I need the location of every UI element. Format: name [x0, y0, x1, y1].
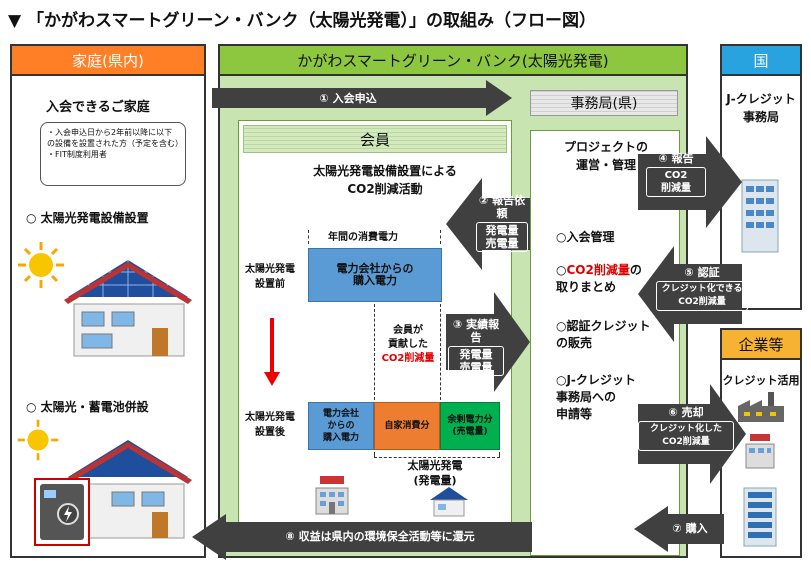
- arrow-1-shape: [212, 80, 512, 116]
- household-subtitle: 入会できるご家庭: [46, 100, 150, 115]
- arrow-4-shape: [638, 136, 742, 228]
- arrow-6-shape: [638, 384, 746, 484]
- power-plant-icon: [745, 434, 775, 469]
- factory-icon: [738, 392, 784, 422]
- company-title: クレジット活用: [722, 374, 800, 387]
- arrow-8-shape: [192, 514, 532, 560]
- country-header: 国: [722, 46, 800, 76]
- self-consumption-box: 自家消費分: [374, 402, 440, 450]
- house-solar-icon: [64, 440, 192, 539]
- project-item-application: ○J-クレジット 事務局への 申請等: [556, 373, 636, 421]
- house-solar-icon: [64, 260, 192, 357]
- company-header: 企業等: [722, 330, 800, 360]
- arrow-2-shape: [446, 178, 530, 270]
- generation-bracket: [374, 452, 500, 458]
- arrow-6-title: ⑥ 売却: [668, 406, 704, 419]
- purchase-power-small: 電力会社 からの 購入電力: [308, 402, 374, 450]
- arrow-4-title: ④ 報告: [658, 152, 694, 165]
- co2-prefix: ○: [556, 263, 567, 277]
- arrow-3-title: ③ 実績報告: [452, 318, 500, 344]
- arrow-3-shape: [446, 292, 530, 392]
- activity-title: 太陽光発電設備設置による CO2削減活動: [313, 164, 457, 196]
- arrow-3-label: ③ 実績報告 発電量 売電量: [448, 318, 504, 376]
- conditions-box: ・入会申込日から2年前以降に以下の設備を設置された方（予定を含む） ・FIT制度…: [40, 122, 186, 186]
- arrow-1-label: ① 入会申込: [319, 92, 377, 105]
- project-title: プロジェクトの 運営・管理: [563, 140, 648, 172]
- condition-1: ・入会申込日から2年前以降に以下の設備を設置された方（予定を含む）: [47, 128, 183, 148]
- after-label: 太陽光発電 設置後: [245, 412, 295, 438]
- solar-label: ○ 太陽光発電設備設置: [26, 211, 149, 225]
- surplus-box: 余剰電力分 (売電量): [440, 402, 500, 450]
- battery-label: ○ 太陽光・蓄電池併設: [26, 400, 149, 414]
- arrow-5-label: ⑤ 認証 クレジット化できる CO2削減量: [656, 266, 748, 311]
- household-header: 家庭(県内): [12, 46, 204, 76]
- bracket-left: [308, 230, 309, 244]
- contribution-text: 会員が 貢献した CO2削減量: [380, 324, 436, 366]
- building-icon: [743, 487, 777, 547]
- battery-icon: [34, 478, 90, 546]
- annual-consumption-label: 年間の消費電力: [328, 232, 398, 243]
- dashed-divider: [374, 304, 375, 400]
- dashed-divider: [440, 304, 441, 400]
- page-title: ▼ 「かがわスマートグリーン・バンク（太陽光発電）」の取組み（フロー図）: [8, 11, 596, 31]
- sun-icon: [18, 242, 64, 288]
- purchase-power-box: 電力会社からの 購入電力: [308, 248, 442, 302]
- arrow-5-shape: [638, 246, 742, 342]
- bracket-right: [440, 230, 441, 244]
- arrow-8-label: ⑧ 収益は県内の環境保全活動等に還元: [285, 530, 475, 543]
- arrow-2-label: ② 報告依頼 発電量 売電量: [476, 194, 528, 252]
- arrow-5-title: ⑤ 認証: [684, 266, 720, 279]
- project-item-credit-sales: ○認証クレジット の販売: [556, 319, 651, 350]
- household-panel: 家庭(県内) 入会できるご家庭 ・入会申込日から2年前以降に以下の設備を設置され…: [10, 44, 206, 558]
- down-arrow-icon: [264, 318, 280, 386]
- arrow-4-chip: CO2 削減量: [646, 167, 706, 197]
- contribution-line-2: CO2削減量: [381, 353, 435, 364]
- office-header: 事務局(県): [530, 90, 678, 116]
- project-item-membership: ○入会管理: [556, 230, 615, 244]
- member-header: 会員: [243, 125, 507, 153]
- arrow-3-chip: 発電量 売電量: [448, 346, 504, 376]
- arrow-7-label: ⑦ 購入: [672, 522, 708, 535]
- arrow-7-shape: [634, 506, 724, 552]
- country-title: J-クレジット 事務局: [726, 92, 796, 124]
- bank-header: かがわスマートグリーン・バンク(太陽光発電): [220, 46, 686, 76]
- building-icon: [741, 179, 779, 253]
- project-item-co2: ○CO2削減量の 取りまとめ: [556, 262, 676, 296]
- arrow-6-label: ⑥ 売却 クレジット化した CO2削減量: [638, 406, 734, 451]
- arrow-4-label: ④ 報告 CO2 削減量: [646, 152, 706, 197]
- generation-label: 太陽光発電 (発電量): [407, 459, 463, 487]
- co2-suffix: の 取りまとめ: [556, 263, 642, 294]
- power-plant-icon: [315, 476, 349, 515]
- arrow-5-chip: クレジット化できる CO2削減量: [656, 281, 748, 311]
- condition-2: ・FIT制度利用者: [47, 150, 107, 159]
- house-solar-icon: [430, 487, 468, 517]
- arrow-6-chip: クレジット化した CO2削減量: [638, 421, 734, 451]
- arrow-2-chip: 発電量 売電量: [476, 222, 528, 252]
- contribution-line-1: 会員が 貢献した: [388, 325, 428, 350]
- arrow-2-title: ② 報告依頼: [478, 194, 526, 220]
- before-label: 太陽光発電 設置前: [245, 264, 295, 290]
- sun-icon: [17, 419, 59, 461]
- co2-highlight: CO2削減量: [566, 263, 630, 277]
